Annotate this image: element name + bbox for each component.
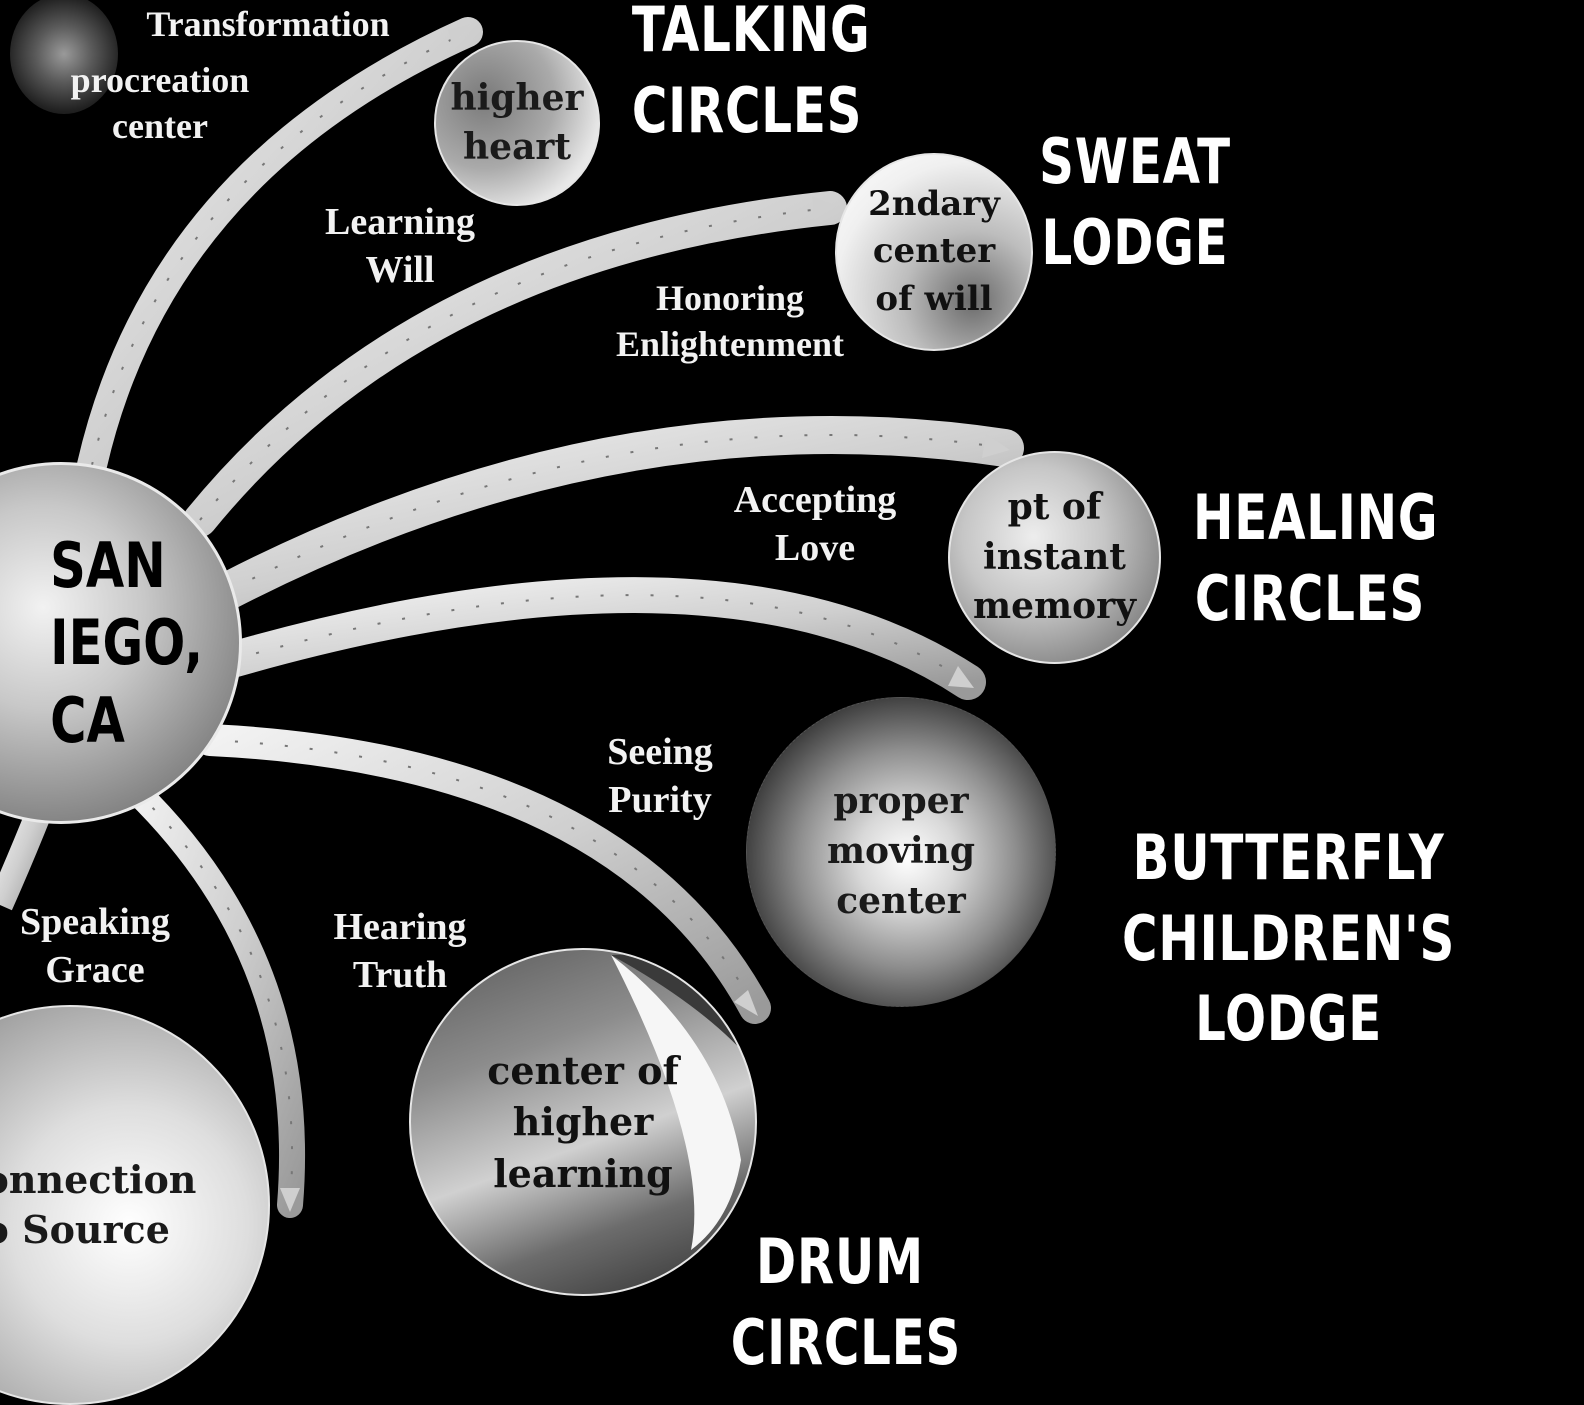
title-healing-circles: HEALING CIRCLES: [1193, 478, 1427, 639]
title-drum-circles: DRUM CIRCLES: [731, 1222, 949, 1383]
arm-to-left-edge: [0, 810, 40, 905]
title-sweat-lodge: SWEAT LODGE: [1038, 122, 1233, 283]
arm-to-moving-center: [232, 595, 974, 688]
title-butterfly-childrens-lodge: BUTTERFLY CHILDREN'S LODGE: [1078, 818, 1499, 1060]
label-accepting-love: Accepting Love: [705, 476, 925, 573]
instant-memory-sphere: pt of instant memory: [948, 451, 1161, 664]
higher-learning-sphere: center of higher learning: [409, 948, 757, 1296]
label-seeing-purity: Seeing Purity: [570, 728, 750, 825]
label-speaking-grace: Speaking Grace: [0, 898, 190, 995]
label-honoring-enlightenment: Honoring Enlightenment: [585, 276, 875, 367]
label-transformation: Transformation: [118, 2, 418, 48]
moving-center-sphere: proper moving center: [746, 697, 1056, 1007]
label-procreation-center: procreation center: [40, 58, 280, 149]
label-learning-will: Learning Will: [300, 198, 500, 295]
title-talking-circles: TALKING CIRCLES: [632, 0, 858, 151]
higher-heart-sphere: higher heart: [434, 40, 600, 206]
